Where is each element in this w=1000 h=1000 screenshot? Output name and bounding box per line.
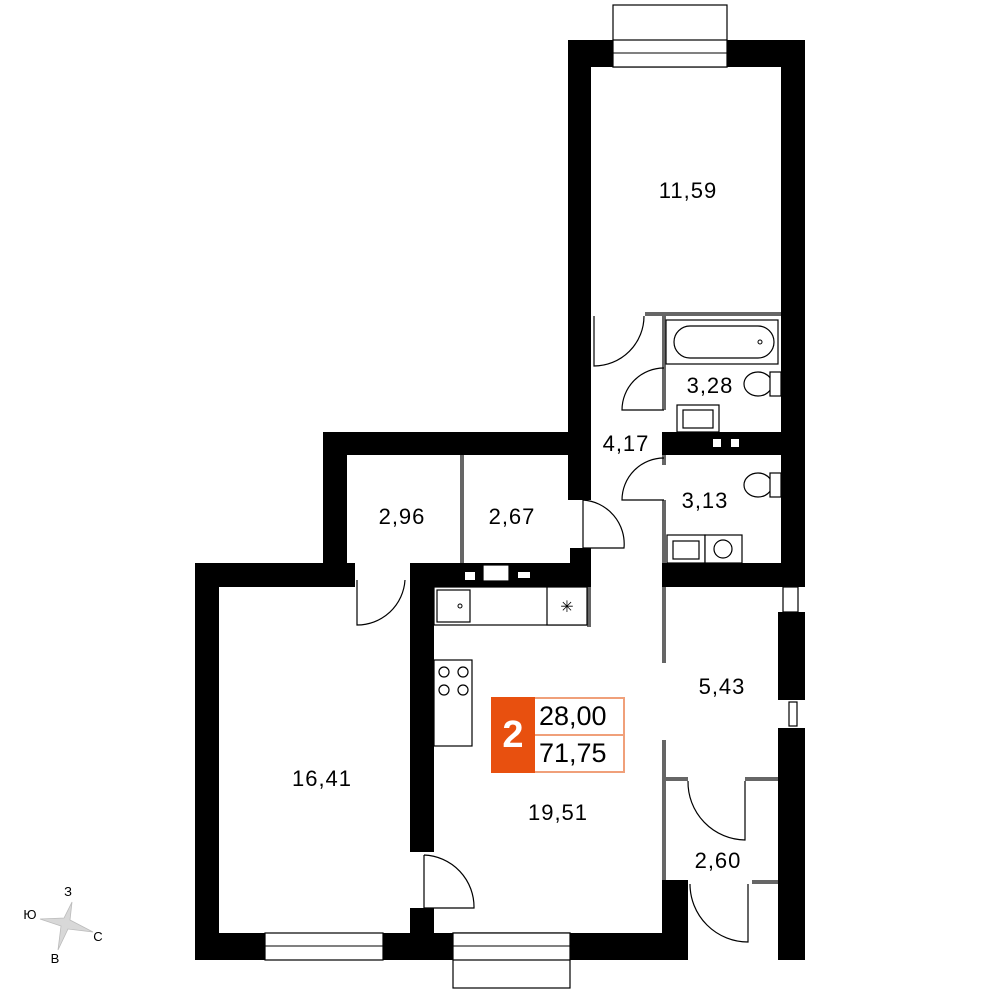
compass-star-icon xyxy=(39,901,94,951)
compass: З Ю С В xyxy=(23,884,102,966)
room-labels: 11,59 3,28 4,17 3,13 2,96 2,67 5,43 16,4… xyxy=(292,178,746,873)
room-area-bedroom-top: 11,59 xyxy=(659,178,717,203)
compass-east: С xyxy=(93,929,102,944)
room-area-storage-right: 2,67 xyxy=(489,504,536,529)
room-area-closet: 2,60 xyxy=(695,848,742,873)
toilet-bath xyxy=(743,371,773,397)
apartment-badge: 2 28,00 71,75 xyxy=(491,697,625,773)
room-area-bedroom-left: 16,41 xyxy=(292,766,352,791)
room-area-kitchen-living: 19,51 xyxy=(528,800,588,825)
room-area-toilet: 3,13 xyxy=(682,488,729,513)
compass-south: Ю xyxy=(23,907,36,922)
room-area-bathroom: 3,28 xyxy=(687,373,734,398)
compass-north: З xyxy=(64,884,72,899)
room-area-storage-left: 2,96 xyxy=(379,504,426,529)
room-area-corridor: 5,43 xyxy=(699,674,746,699)
rooms-count: 2 xyxy=(491,697,535,773)
toilet-wc xyxy=(743,472,773,498)
partitions xyxy=(460,312,781,884)
compass-west: В xyxy=(51,951,60,966)
fixtures: ✳ xyxy=(433,319,782,747)
windows xyxy=(264,39,728,961)
living-area: 28,00 xyxy=(539,701,607,731)
total-area: 71,75 xyxy=(535,734,623,771)
room-area-hall-top: 4,17 xyxy=(603,431,650,456)
svg-text:✳: ✳ xyxy=(560,599,573,616)
walls xyxy=(195,40,805,960)
doors xyxy=(356,315,749,943)
